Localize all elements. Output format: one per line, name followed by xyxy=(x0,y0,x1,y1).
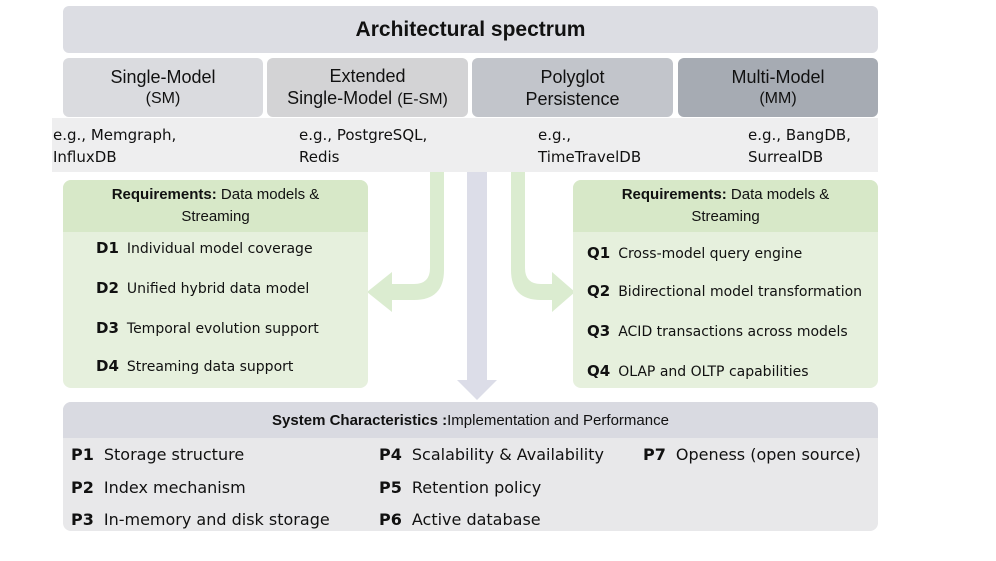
example-line: TimeTravelDB xyxy=(538,148,642,166)
requirement-item: Q3 ACID transactions across models xyxy=(587,322,848,340)
characteristic-item: P7 Openess (open source) xyxy=(643,445,861,464)
category-label: Single-Model xyxy=(110,66,216,87)
characteristic-code: P2 xyxy=(71,478,94,497)
requirement-item: D2 Unified hybrid data model xyxy=(96,279,309,297)
center-down-arrow-icon xyxy=(457,172,497,400)
requirements-heading-line2: Streaming xyxy=(181,208,250,225)
requirement-item: Q4 OLAP and OLTP capabilities xyxy=(587,362,809,380)
category-abbrev: (E-SM) xyxy=(397,90,448,108)
requirement-text: Streaming data support xyxy=(126,359,294,375)
requirement-text: Unified hybrid data model xyxy=(126,281,310,297)
category-extended-single-model: Extended Single-Model (E-SM) xyxy=(267,58,468,117)
example-line: e.g., PostgreSQL, xyxy=(299,126,428,144)
requirement-code: Q4 xyxy=(587,362,611,380)
example-line: Redis xyxy=(299,148,340,166)
category-label: Multi-Model xyxy=(731,66,825,87)
right-requirements-box: Requirements: Data models & Streaming Q1… xyxy=(573,180,878,388)
example-mm: e.g., BangDB, SurrealDB xyxy=(748,124,851,168)
requirements-heading-bold: Requirements: xyxy=(621,186,727,203)
right-green-arrow-icon xyxy=(511,172,575,312)
characteristic-item: P2 Index mechanism xyxy=(71,478,246,497)
requirement-code: D1 xyxy=(96,239,119,257)
requirements-heading-line1: Requirements: Data models & xyxy=(622,184,830,206)
category-label-line2: Persistence xyxy=(525,88,620,109)
characteristic-code: P1 xyxy=(71,445,94,464)
examples-band xyxy=(52,118,878,172)
characteristic-code: P5 xyxy=(379,478,402,497)
right-requirements-header: Requirements: Data models & Streaming xyxy=(573,180,878,232)
example-polyglot: e.g., TimeTravelDB xyxy=(538,124,641,168)
characteristic-code: P4 xyxy=(379,445,402,464)
requirement-item: D1 Individual model coverage xyxy=(96,239,313,257)
example-line: e.g., Memgraph, xyxy=(53,126,177,144)
system-heading-rest: Implementation and Performance xyxy=(447,411,669,429)
requirement-text: Temporal evolution support xyxy=(126,321,319,337)
requirement-item: Q2 Bidirectional model transformation xyxy=(587,282,862,300)
requirement-code: D2 xyxy=(96,279,119,297)
characteristic-code: P6 xyxy=(379,510,402,529)
requirement-text: ACID transactions across models xyxy=(618,324,848,340)
category-abbrev: (MM) xyxy=(759,89,797,107)
requirement-code: Q2 xyxy=(587,282,611,300)
requirements-heading-line1: Requirements: Data models & xyxy=(112,184,320,206)
requirement-code: D3 xyxy=(96,319,119,337)
requirement-text: Cross-model query engine xyxy=(618,246,803,262)
characteristic-text: Index mechanism xyxy=(103,478,246,497)
requirements-heading-rest: Data models & xyxy=(726,186,830,203)
example-sm: e.g., Memgraph, InfluxDB xyxy=(53,124,176,168)
requirement-item: Q1 Cross-model query engine xyxy=(587,244,802,262)
example-line: e.g., xyxy=(538,126,572,144)
system-characteristics-header: System Characteristics : Implementation … xyxy=(63,402,878,438)
characteristic-item: P6 Active database xyxy=(379,510,541,529)
characteristic-text: In-memory and disk storage xyxy=(103,510,330,529)
category-multi-model: Multi-Model (MM) xyxy=(678,58,878,117)
requirement-item: D4 Streaming data support xyxy=(96,357,293,375)
characteristic-text: Storage structure xyxy=(103,445,245,464)
characteristic-item: P3 In-memory and disk storage xyxy=(71,510,330,529)
example-line: InfluxDB xyxy=(53,148,117,166)
requirement-text: Bidirectional model transformation xyxy=(618,284,863,300)
characteristic-text: Openess (open source) xyxy=(675,445,861,464)
category-label-part: Single-Model xyxy=(287,87,393,108)
example-line: SurrealDB xyxy=(748,148,824,166)
diagram-title: Architectural spectrum xyxy=(355,17,586,41)
category-label: Extended xyxy=(329,65,406,86)
category-label-line2: Single-Model (E-SM) xyxy=(287,87,448,111)
characteristic-item: P4 Scalability & Availability xyxy=(379,445,604,464)
characteristic-item: P1 Storage structure xyxy=(71,445,244,464)
requirement-text: Individual model coverage xyxy=(126,241,313,257)
left-requirements-box: Requirements: Data models & Streaming D1… xyxy=(63,180,368,388)
left-requirements-header: Requirements: Data models & Streaming xyxy=(63,180,368,232)
characteristic-text: Scalability & Availability xyxy=(411,445,604,464)
example-esm: e.g., PostgreSQL, Redis xyxy=(299,124,427,168)
requirement-code: Q1 xyxy=(587,244,611,262)
requirement-code: D4 xyxy=(96,357,119,375)
characteristic-text: Retention policy xyxy=(411,478,542,497)
diagram-title-bar: Architectural spectrum xyxy=(63,6,878,53)
example-line: e.g., BangDB, xyxy=(748,126,851,144)
characteristic-item: P5 Retention policy xyxy=(379,478,541,497)
category-polyglot-persistence: Polyglot Persistence xyxy=(472,58,673,117)
requirements-heading-line2: Streaming xyxy=(691,208,760,225)
left-green-arrow-icon xyxy=(367,172,444,312)
category-abbrev: (SM) xyxy=(145,89,181,107)
requirement-code: Q3 xyxy=(587,322,611,340)
category-single-model: Single-Model (SM) xyxy=(63,58,263,117)
characteristic-text: Active database xyxy=(411,510,541,529)
characteristic-code: P7 xyxy=(643,445,666,464)
category-label: Polyglot xyxy=(540,66,605,87)
requirements-heading-bold: Requirements: xyxy=(111,186,217,203)
system-characteristics-box: System Characteristics : Implementation … xyxy=(63,402,878,531)
requirements-heading-rest: Data models & xyxy=(216,186,320,203)
requirement-text: OLAP and OLTP capabilities xyxy=(618,364,809,380)
characteristic-code: P3 xyxy=(71,510,94,529)
requirement-item: D3 Temporal evolution support xyxy=(96,319,319,337)
system-heading-bold: System Characteristics : xyxy=(272,411,448,429)
